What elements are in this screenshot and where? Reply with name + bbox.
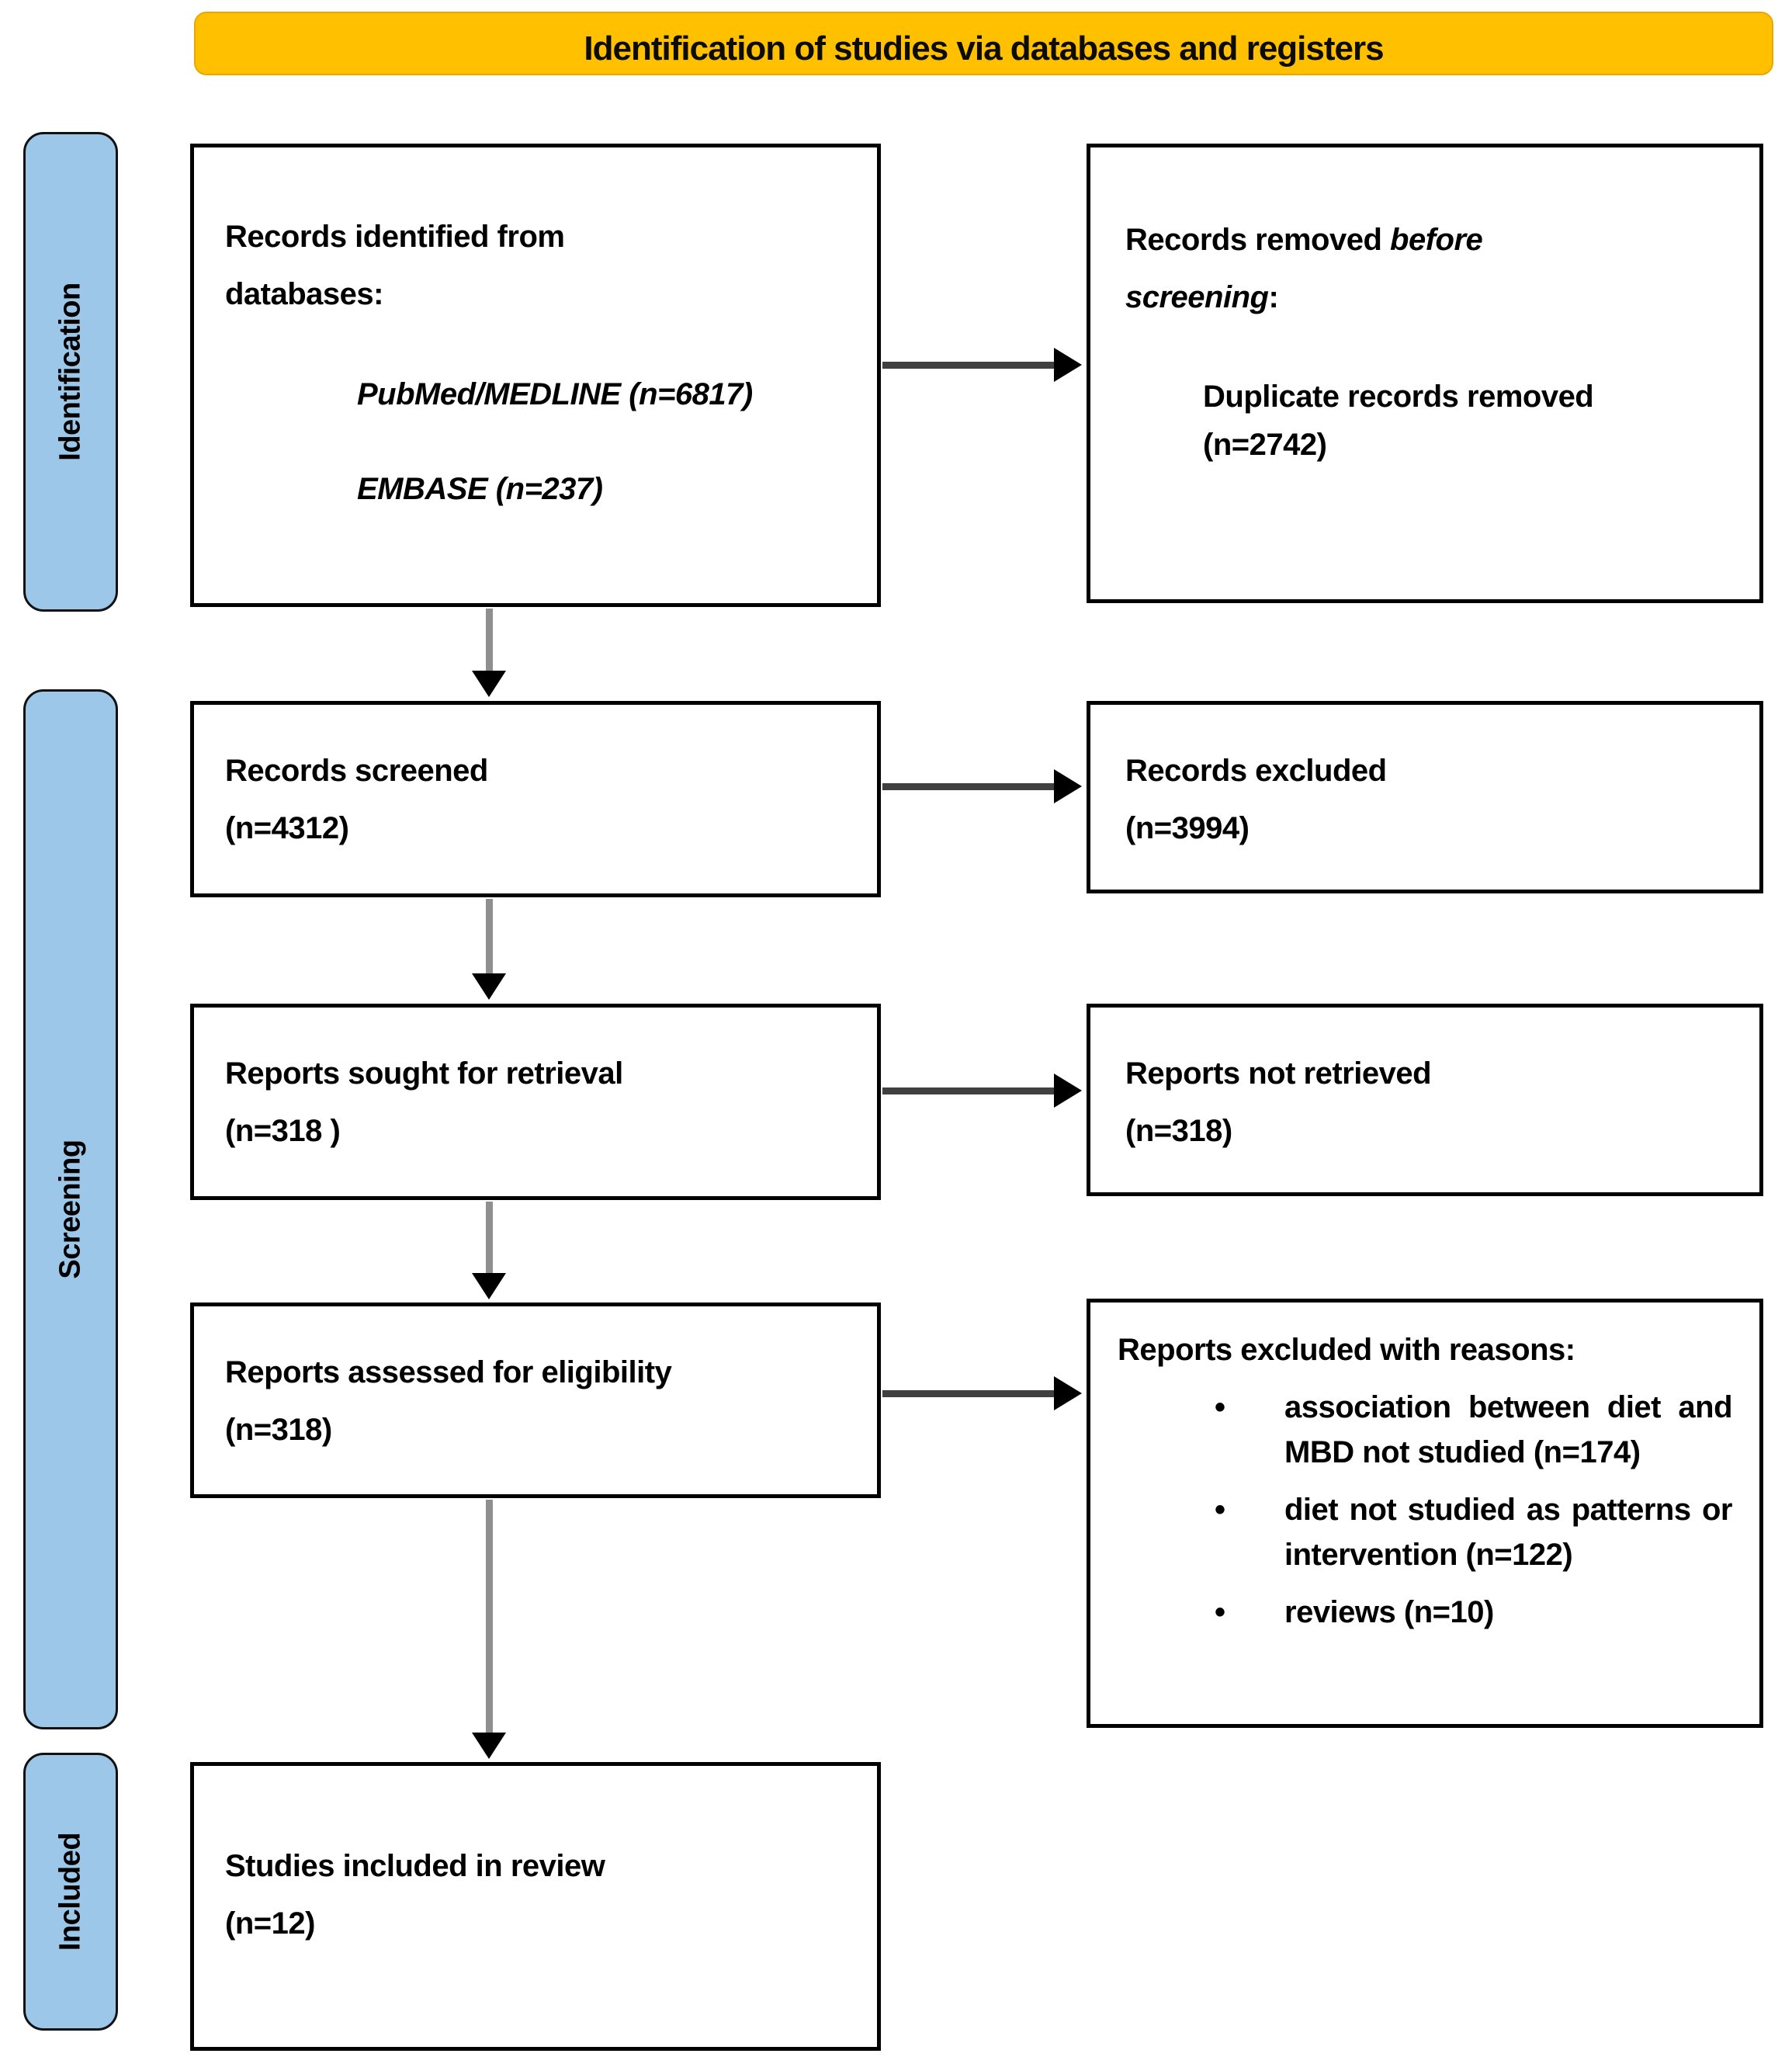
- arrow-assessed-to-included-line: [486, 1500, 493, 1734]
- reports-sought-label: Reports sought for retrieval: [225, 1056, 623, 1091]
- box-studies-included: Studies included in review (n=12): [190, 1762, 881, 2051]
- database-pubmed-medline: PubMed/MEDLINE (n=6817): [357, 377, 753, 411]
- arrow-sought-to-notretrieved-line: [882, 1087, 1055, 1094]
- records-identified-title: Records identified from databases:: [225, 220, 565, 311]
- records-identified-databases: PubMed/MEDLINE (n=6817) EMBASE (n=237): [357, 371, 846, 512]
- stage-label-screening-text: Screening: [54, 1140, 87, 1279]
- arrow-identified-to-screened-head: [472, 671, 506, 697]
- bullet-icon: •: [1215, 1493, 1225, 1527]
- stage-label-screening: Screening: [23, 689, 118, 1729]
- arrow-screened-to-excluded-head: [1054, 769, 1082, 803]
- arrow-identified-to-screened-line: [486, 609, 493, 672]
- exclusion-reason: • diet not studied as patterns or interv…: [1118, 1487, 1733, 1577]
- reports-excluded-title: Reports excluded with reasons:: [1118, 1333, 1575, 1367]
- arrow-identified-to-removed-head: [1054, 348, 1082, 382]
- diagram-title: Identification of studies via databases …: [584, 29, 1384, 68]
- bullet-icon: •: [1215, 1595, 1225, 1629]
- reports-not-retrieved-label: Reports not retrieved: [1125, 1056, 1432, 1091]
- database-embase: EMBASE (n=237): [357, 472, 603, 506]
- box-reports-excluded: Reports excluded with reasons: • associa…: [1087, 1299, 1763, 1728]
- box-reports-not-retrieved: Reports not retrieved (n=318): [1087, 1004, 1763, 1196]
- exclusion-reason: • association between diet and MBD not s…: [1118, 1385, 1733, 1475]
- box-records-identified: Records identified from databases: PubMe…: [190, 144, 881, 607]
- arrow-screened-to-excluded-line: [882, 783, 1055, 790]
- stage-label-identification: Identification: [23, 132, 118, 612]
- box-records-removed: Records removed before screening: Duplic…: [1087, 144, 1763, 603]
- records-excluded-label: Records excluded: [1125, 754, 1387, 788]
- arrow-assessed-to-excludedreasons-line: [882, 1390, 1055, 1397]
- arrow-screened-to-sought-head: [472, 973, 506, 1000]
- exclusion-reason: • reviews (n=10): [1118, 1590, 1732, 1635]
- duplicate-records-removed: Duplicate records removed (n=2742): [1203, 380, 1594, 462]
- bullet-icon: •: [1215, 1390, 1225, 1424]
- reports-assessed-label: Reports assessed for eligibility: [225, 1355, 672, 1389]
- records-removed-title: Records removed before screening:: [1125, 211, 1560, 326]
- arrow-sought-to-notretrieved-head: [1054, 1074, 1082, 1108]
- reports-sought-count: (n=318 ): [225, 1114, 341, 1148]
- reports-not-retrieved-count: (n=318): [1125, 1114, 1232, 1148]
- records-removed-title-prefix: Records removed: [1125, 223, 1391, 257]
- studies-included-label: Studies included in review: [225, 1849, 605, 1883]
- records-removed-title-italic: before screening: [1125, 223, 1483, 314]
- box-records-screened: Records screened (n=4312): [190, 701, 881, 897]
- records-removed-title-suffix: :: [1268, 280, 1279, 314]
- exclusion-reason-text: reviews (n=10): [1284, 1595, 1494, 1629]
- exclusion-reason-list: • association between diet and MBD not s…: [1118, 1385, 1733, 1635]
- arrow-sought-to-assessed-line: [486, 1202, 493, 1275]
- stage-label-included: Included: [23, 1753, 118, 2031]
- reports-assessed-count: (n=318): [225, 1413, 332, 1447]
- arrow-identified-to-removed-line: [882, 362, 1055, 369]
- arrow-sought-to-assessed-head: [472, 1273, 506, 1299]
- arrow-assessed-to-included-head: [472, 1733, 506, 1759]
- box-records-excluded: Records excluded (n=3994): [1087, 701, 1763, 893]
- studies-included-count: (n=12): [225, 1906, 315, 1941]
- arrow-screened-to-sought-line: [486, 899, 493, 975]
- records-excluded-count: (n=3994): [1125, 811, 1250, 845]
- title-banner: Identification of studies via databases …: [194, 12, 1773, 75]
- records-screened-label: Records screened: [225, 754, 488, 788]
- exclusion-reason-text: association between diet and MBD not stu…: [1284, 1390, 1733, 1469]
- box-reports-assessed: Reports assessed for eligibility (n=318): [190, 1303, 881, 1498]
- box-reports-sought: Reports sought for retrieval (n=318 ): [190, 1004, 881, 1200]
- exclusion-reason-text: diet not studied as patterns or interven…: [1284, 1493, 1733, 1572]
- records-screened-count: (n=4312): [225, 811, 349, 845]
- arrow-assessed-to-excludedreasons-head: [1054, 1376, 1082, 1410]
- stage-label-included-text: Included: [54, 1832, 87, 1951]
- stage-label-identification-text: Identification: [54, 283, 87, 461]
